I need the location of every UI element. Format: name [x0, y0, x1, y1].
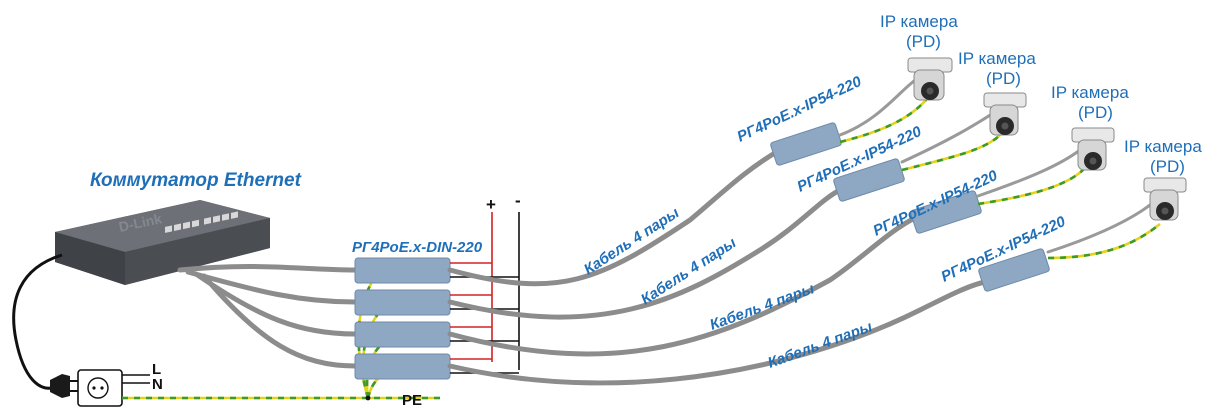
- plus-label: +: [486, 195, 496, 214]
- svg-text:(PD): (PD): [1150, 157, 1185, 176]
- camera-label-1: IP камера (PD): [880, 12, 958, 51]
- din-module-2: [354, 289, 451, 316]
- ip-camera-2-icon: [983, 92, 1027, 136]
- din-module-4: [354, 353, 451, 380]
- switch-ports: [165, 211, 238, 233]
- camera-label-2: IP камера (PD): [958, 49, 1036, 88]
- svg-text:(PD): (PD): [906, 32, 941, 51]
- cable-label-3: Кабель 4 пары: [708, 280, 817, 334]
- camera-label-4: IP камера (PD): [1124, 137, 1202, 176]
- ip54-module-2: [833, 158, 905, 202]
- svg-text:IP камера: IP камера: [1124, 137, 1202, 156]
- PE-label: PE: [402, 392, 422, 407]
- minus-label: -: [515, 191, 521, 210]
- ip-camera-4-icon: [1143, 177, 1187, 221]
- N-label: N: [152, 376, 163, 393]
- svg-text:IP камера: IP камера: [1051, 83, 1129, 102]
- ip-camera-1-icon: [907, 57, 953, 101]
- power-cord: [12, 253, 63, 390]
- L-label: L: [152, 361, 161, 378]
- camera-label-3: IP камера (PD): [1051, 83, 1129, 122]
- din-module-3: [354, 321, 451, 348]
- ip54-module-3: [910, 190, 982, 234]
- ip54-module-4: [978, 248, 1050, 292]
- svg-text:IP камера: IP камера: [880, 12, 958, 31]
- mains-wires: [122, 374, 440, 400]
- switch-to-din-cables: [177, 263, 358, 369]
- cable-label-4: Кабель 4 пары: [766, 318, 875, 372]
- cable-label-1: Кабель 4 пары: [581, 204, 682, 278]
- din-module-label: РГ4PoE.x-DIN-220: [352, 239, 483, 256]
- svg-text:(PD): (PD): [1078, 103, 1113, 122]
- power-plug: [50, 374, 78, 398]
- power-socket: [77, 369, 123, 407]
- din-modules: [354, 257, 451, 380]
- svg-text:IP камера: IP камера: [958, 49, 1036, 68]
- switch-label: Коммутатор Ethernet: [90, 170, 302, 191]
- camera-drop-cables: [838, 76, 1161, 260]
- ip54-module-1: [770, 122, 842, 166]
- din-module-1: [354, 257, 451, 284]
- svg-text:(PD): (PD): [986, 69, 1021, 88]
- ip-camera-3-icon: [1071, 127, 1115, 171]
- trunk-cables: [447, 147, 988, 386]
- ethernet-switch: D-Link: [55, 200, 270, 285]
